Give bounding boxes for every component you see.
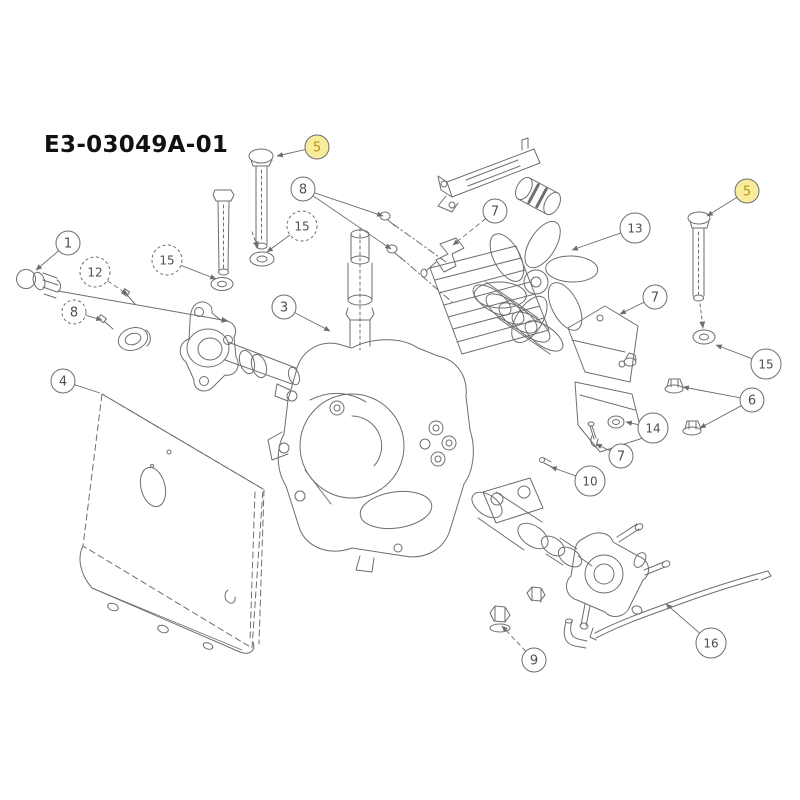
ribbed-pump-cylinder bbox=[472, 281, 564, 355]
callouts-layer: 1 12 15 8 4 5 8 15 3 7 13 5 7 15 6 14 7 10 9 16 bbox=[35, 134, 782, 673]
leader-line bbox=[180, 264, 217, 280]
hex-nut-flanged bbox=[489, 605, 511, 633]
l-pipe bbox=[563, 618, 588, 649]
callout-1[interactable]: 1 bbox=[55, 230, 81, 256]
svg-text:4: 4 bbox=[59, 375, 67, 390]
bolt-right bbox=[687, 211, 711, 329]
right-bracket-lower bbox=[574, 381, 644, 453]
drawing-number: E3-03049A-01 bbox=[44, 132, 229, 158]
callout-6[interactable]: 6 bbox=[739, 387, 765, 413]
flanged-bearing bbox=[607, 415, 625, 429]
svg-text:13: 13 bbox=[627, 222, 642, 236]
washer-left-a bbox=[210, 277, 234, 291]
right-bracket-upper bbox=[567, 305, 639, 383]
leader-line bbox=[501, 625, 527, 652]
svg-text:6: 6 bbox=[748, 394, 756, 409]
leader-line bbox=[550, 466, 577, 477]
svg-text:15: 15 bbox=[758, 358, 773, 372]
callout-5[interactable]: 5 bbox=[734, 178, 760, 204]
flange-nut-a bbox=[664, 378, 684, 394]
bolt-left-b bbox=[248, 148, 274, 250]
leader-line bbox=[619, 301, 645, 315]
flange-nut-b bbox=[682, 420, 702, 436]
clevis-pin bbox=[539, 457, 553, 468]
right-axle-assembly bbox=[471, 477, 593, 568]
leader-line bbox=[699, 405, 742, 429]
callout-7[interactable]: 7 bbox=[642, 284, 668, 310]
callout-15[interactable]: 15 bbox=[286, 210, 318, 242]
transaxle-housing bbox=[267, 339, 474, 573]
small-screw-b bbox=[97, 314, 114, 330]
leader-line bbox=[35, 250, 60, 271]
svg-text:8: 8 bbox=[70, 306, 78, 321]
seal-cap bbox=[117, 327, 151, 351]
brake-rod bbox=[589, 570, 772, 641]
svg-text:12: 12 bbox=[87, 266, 102, 280]
small-screw-a bbox=[121, 288, 136, 305]
leader-line bbox=[625, 420, 639, 426]
svg-text:5: 5 bbox=[313, 141, 321, 156]
shift-bracket-bar bbox=[437, 137, 541, 213]
svg-text:5: 5 bbox=[743, 185, 751, 200]
svg-text:15: 15 bbox=[294, 220, 309, 234]
callout-15[interactable]: 15 bbox=[750, 348, 782, 380]
callout-8[interactable]: 8 bbox=[61, 299, 87, 325]
callout-3[interactable]: 3 bbox=[271, 294, 297, 320]
coupler-sleeve bbox=[515, 176, 561, 216]
svg-text:8: 8 bbox=[299, 183, 307, 198]
callout-4[interactable]: 4 bbox=[50, 368, 76, 394]
leader-line bbox=[706, 197, 738, 217]
svg-text:7: 7 bbox=[491, 205, 499, 220]
leader-line bbox=[294, 312, 331, 332]
svg-text:1: 1 bbox=[64, 237, 72, 252]
washer-left-b bbox=[249, 251, 275, 267]
callout-16[interactable]: 16 bbox=[695, 627, 727, 659]
shift-shaft bbox=[345, 227, 375, 351]
leader-line bbox=[682, 385, 741, 399]
callout-5[interactable]: 5 bbox=[304, 134, 330, 160]
leader-line bbox=[715, 344, 753, 360]
leader-line bbox=[74, 384, 101, 394]
callout-14[interactable]: 14 bbox=[637, 412, 669, 444]
callout-10[interactable]: 10 bbox=[574, 465, 606, 497]
leader-line bbox=[312, 195, 392, 250]
callout-12[interactable]: 12 bbox=[79, 256, 111, 288]
callout-7[interactable]: 7 bbox=[608, 443, 634, 469]
svg-text:16: 16 bbox=[703, 637, 718, 651]
diagram-artwork bbox=[16, 137, 772, 654]
svg-text:7: 7 bbox=[617, 450, 625, 465]
svg-text:10: 10 bbox=[582, 475, 597, 489]
wheel-hub bbox=[565, 523, 671, 630]
leader-line bbox=[452, 218, 486, 246]
bell-crank bbox=[420, 237, 465, 278]
leader-line bbox=[665, 603, 700, 634]
callout-15[interactable]: 15 bbox=[151, 244, 183, 276]
leader-line bbox=[314, 192, 384, 217]
callout-9[interactable]: 9 bbox=[521, 647, 547, 673]
mounting-plate bbox=[79, 393, 265, 654]
cooling-fan bbox=[473, 220, 599, 344]
left-axle-bracket bbox=[179, 301, 301, 392]
leader-line bbox=[107, 280, 129, 296]
svg-text:14: 14 bbox=[645, 422, 660, 436]
svg-text:3: 3 bbox=[280, 301, 288, 316]
bolt-left-a bbox=[212, 189, 235, 276]
callout-8[interactable]: 8 bbox=[290, 176, 316, 202]
leader-line bbox=[266, 234, 291, 253]
svg-text:7: 7 bbox=[651, 291, 659, 306]
callout-7[interactable]: 7 bbox=[482, 198, 508, 224]
leader-line bbox=[276, 149, 306, 158]
callout-13[interactable]: 13 bbox=[619, 212, 651, 244]
hex-nut-small bbox=[526, 586, 546, 603]
leader-line bbox=[571, 232, 621, 251]
svg-text:9: 9 bbox=[530, 654, 538, 669]
plug-part bbox=[16, 269, 229, 323]
svg-text:15: 15 bbox=[159, 254, 174, 268]
leader-line bbox=[595, 443, 611, 452]
leader-line bbox=[85, 314, 103, 321]
washer-right bbox=[692, 329, 716, 345]
